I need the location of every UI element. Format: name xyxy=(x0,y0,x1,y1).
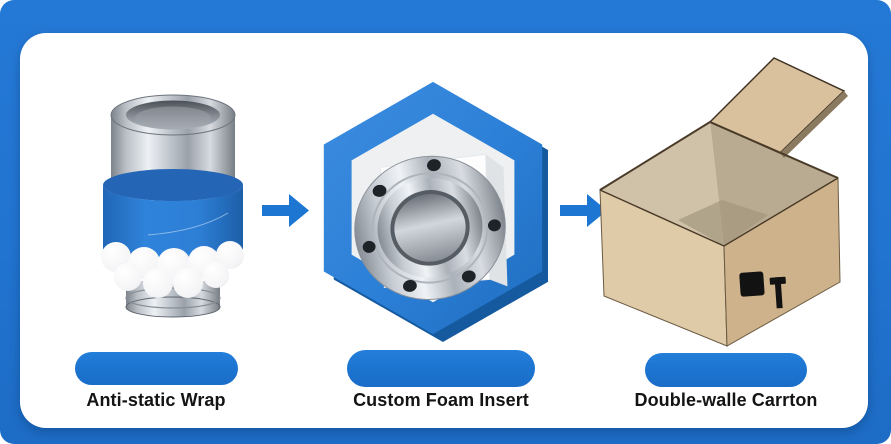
step-caption-foam-insert: Custom Foam Insert xyxy=(353,390,529,410)
arrow-right-icon xyxy=(262,194,310,227)
carton-box-illustration xyxy=(588,50,856,350)
label-pill-foam-insert xyxy=(347,350,535,387)
foam-insert-illustration xyxy=(318,73,548,343)
arrow-right-icon xyxy=(560,194,608,227)
step-caption-carton: Double-walle Carrton xyxy=(634,390,818,410)
anti-static-wrap-illustration xyxy=(88,85,258,320)
step-caption-anti-static: Anti-static Wrap xyxy=(86,390,226,410)
label-pill-carton xyxy=(645,353,807,387)
fragile-marks-icon xyxy=(739,271,786,309)
content-card: Anti-static Wrap xyxy=(20,33,868,428)
label-pill-anti-static xyxy=(75,352,238,385)
